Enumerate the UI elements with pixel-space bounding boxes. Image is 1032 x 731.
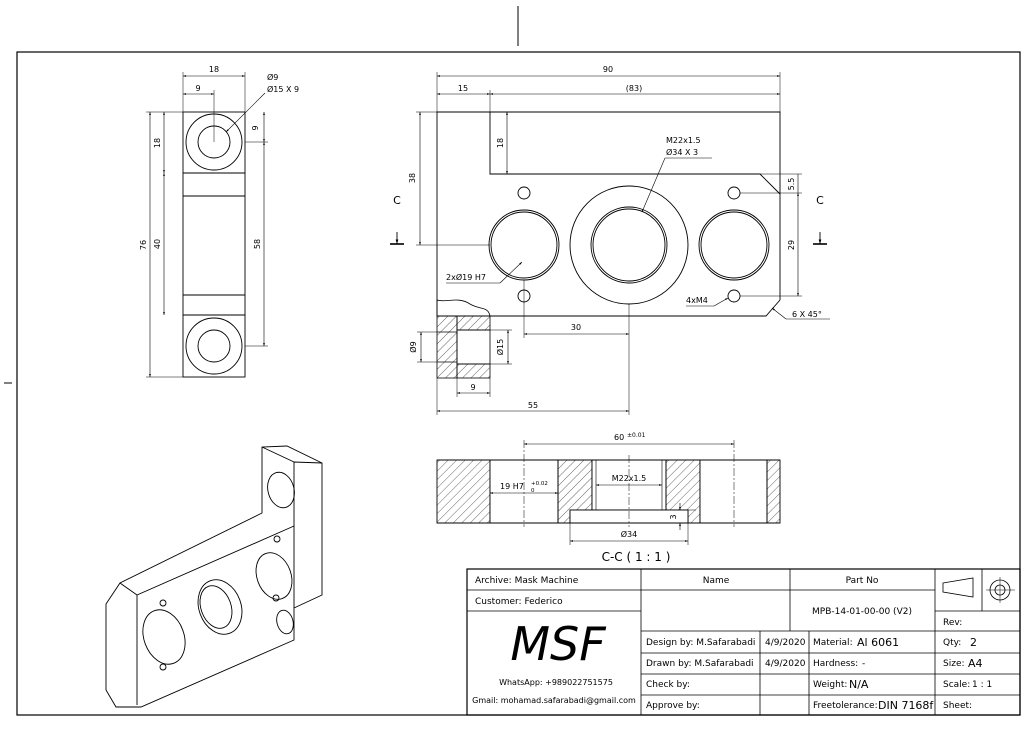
size-value: A4: [968, 657, 983, 670]
dim-section-bore-tol-lower: 0: [531, 488, 535, 494]
isometric-view: [105, 445, 323, 708]
weight-value: N/A: [849, 678, 869, 691]
front-cbore-center: [569, 185, 689, 305]
dim-section-pitch-tol: ±0.01: [627, 432, 646, 439]
weight-label: Weight:: [813, 680, 847, 690]
callout-chamfer: 6 X 45°: [792, 310, 822, 319]
size-label: Size:: [943, 659, 965, 669]
email-contact: Gmail: mohamad.safarabadi@gmail.com: [472, 696, 636, 705]
dim-front-29: 29: [787, 240, 796, 250]
drawn-date: 4/9/2020: [765, 659, 806, 669]
freetolerance-value: DIN 7168f: [878, 699, 934, 712]
dim-section-thread: M22x1.5: [612, 474, 647, 483]
dim-side-top-9: 9: [251, 125, 260, 130]
name-header: Name: [703, 576, 730, 586]
callout-side-hole: Ø9: [267, 72, 278, 82]
dim-section-bore-tol-upper: +0.02: [531, 481, 548, 487]
sheet-label: Sheet:: [943, 701, 972, 711]
dim-front-18: 18: [496, 138, 505, 148]
part-no-header: Part No: [846, 576, 879, 586]
dim-front-38: 38: [408, 173, 417, 183]
dim-front-83: (83): [626, 84, 642, 93]
dim-front-55: 55: [528, 401, 538, 410]
front-bore-left: [488, 209, 560, 281]
freetolerance-label: Freetolerance:: [813, 701, 878, 711]
callout-side-cbore: Ø15 X 9: [267, 84, 299, 94]
part-no-value: MPB-14-01-00-00 (V2): [812, 607, 912, 617]
dim-side-18: 18: [209, 65, 219, 74]
side-view-text: 18 9 Ø9 Ø15 X 9 9 18 76 40 58: [139, 65, 299, 250]
archive-field: Archive: Mask Machine: [475, 576, 579, 586]
front-view: [390, 72, 830, 415]
dim-section-cbore: Ø34: [621, 529, 637, 539]
dim-front-30: 30: [571, 323, 581, 332]
side-cbore-bottom: [185, 317, 243, 375]
dim-detail-9: Ø9: [408, 341, 418, 352]
tap-hole: [727, 289, 741, 303]
dim-side-58: 58: [253, 239, 262, 249]
section-view: [436, 440, 781, 545]
customer-field: Customer: Federico: [475, 597, 563, 607]
dim-front-15: 15: [458, 84, 468, 93]
check-by-field: Check by:: [646, 680, 690, 690]
scale-label: Scale:: [943, 680, 970, 690]
whatsapp-contact: WhatsApp: +989022751575: [499, 678, 613, 687]
side-view: [146, 72, 268, 378]
tap-hole: [517, 186, 531, 200]
design-date: 4/9/2020: [765, 638, 806, 648]
dim-detail-depth: 9: [470, 383, 475, 392]
section-mark-left: C: [393, 194, 401, 207]
hardness-label: Hardness:: [813, 659, 858, 669]
approve-by-field: Approve by:: [646, 701, 700, 711]
callout-bore: 2xØ19 H7: [446, 272, 486, 282]
material-label: Material:: [813, 638, 853, 648]
hardness-value: -: [862, 659, 865, 669]
tap-hole: [727, 186, 741, 200]
dim-section-pitch: 60: [614, 433, 624, 442]
title-block-text: Archive: Mask Machine Customer: Federico…: [472, 576, 992, 712]
company-logo: MSF: [510, 617, 606, 671]
qty-value: 2: [970, 636, 977, 649]
title-block: [466, 568, 1021, 716]
scale-value: 1 : 1: [972, 680, 992, 690]
qty-label: Qty:: [943, 638, 961, 648]
material-value: Al 6061: [857, 636, 899, 649]
dim-side-40: 40: [153, 239, 162, 249]
design-by-field: Design by: M.Safarabadi: [646, 638, 755, 648]
section-mark-right: C: [816, 194, 824, 207]
callout-counterbore: Ø34 X 3: [666, 147, 698, 157]
section-title: C-C ( 1 : 1 ): [602, 550, 671, 564]
section-view-text: 60 ±0.01 19 H7 +0.02 0 M22x1.5 Ø34 3 C-C…: [500, 432, 678, 564]
dim-side-top-18: 18: [153, 138, 162, 148]
callout-thread: M22x1.5: [666, 136, 701, 145]
dim-section-bore: 19 H7: [500, 482, 524, 491]
dim-side-76: 76: [139, 240, 148, 250]
callout-tap: 4xM4: [686, 296, 708, 305]
drawn-by-field: Drawn by: M.Safarabadi: [646, 659, 754, 669]
rev-field: Rev:: [943, 618, 962, 628]
dim-section-depth: 3: [669, 514, 678, 519]
front-view-text: 90 15 (83) 18 38 M22x1.5 Ø34 X 3 5.5 29 …: [393, 65, 824, 410]
dim-front-90: 90: [603, 65, 613, 74]
front-outline: [436, 111, 781, 317]
dim-front-5-5: 5.5: [787, 178, 796, 191]
iso-outline: [105, 445, 323, 708]
dim-side-9: 9: [195, 84, 200, 93]
front-bore-right: [698, 209, 770, 281]
projection-cone-icon: [942, 577, 974, 598]
dim-detail-15: Ø15: [495, 339, 505, 355]
